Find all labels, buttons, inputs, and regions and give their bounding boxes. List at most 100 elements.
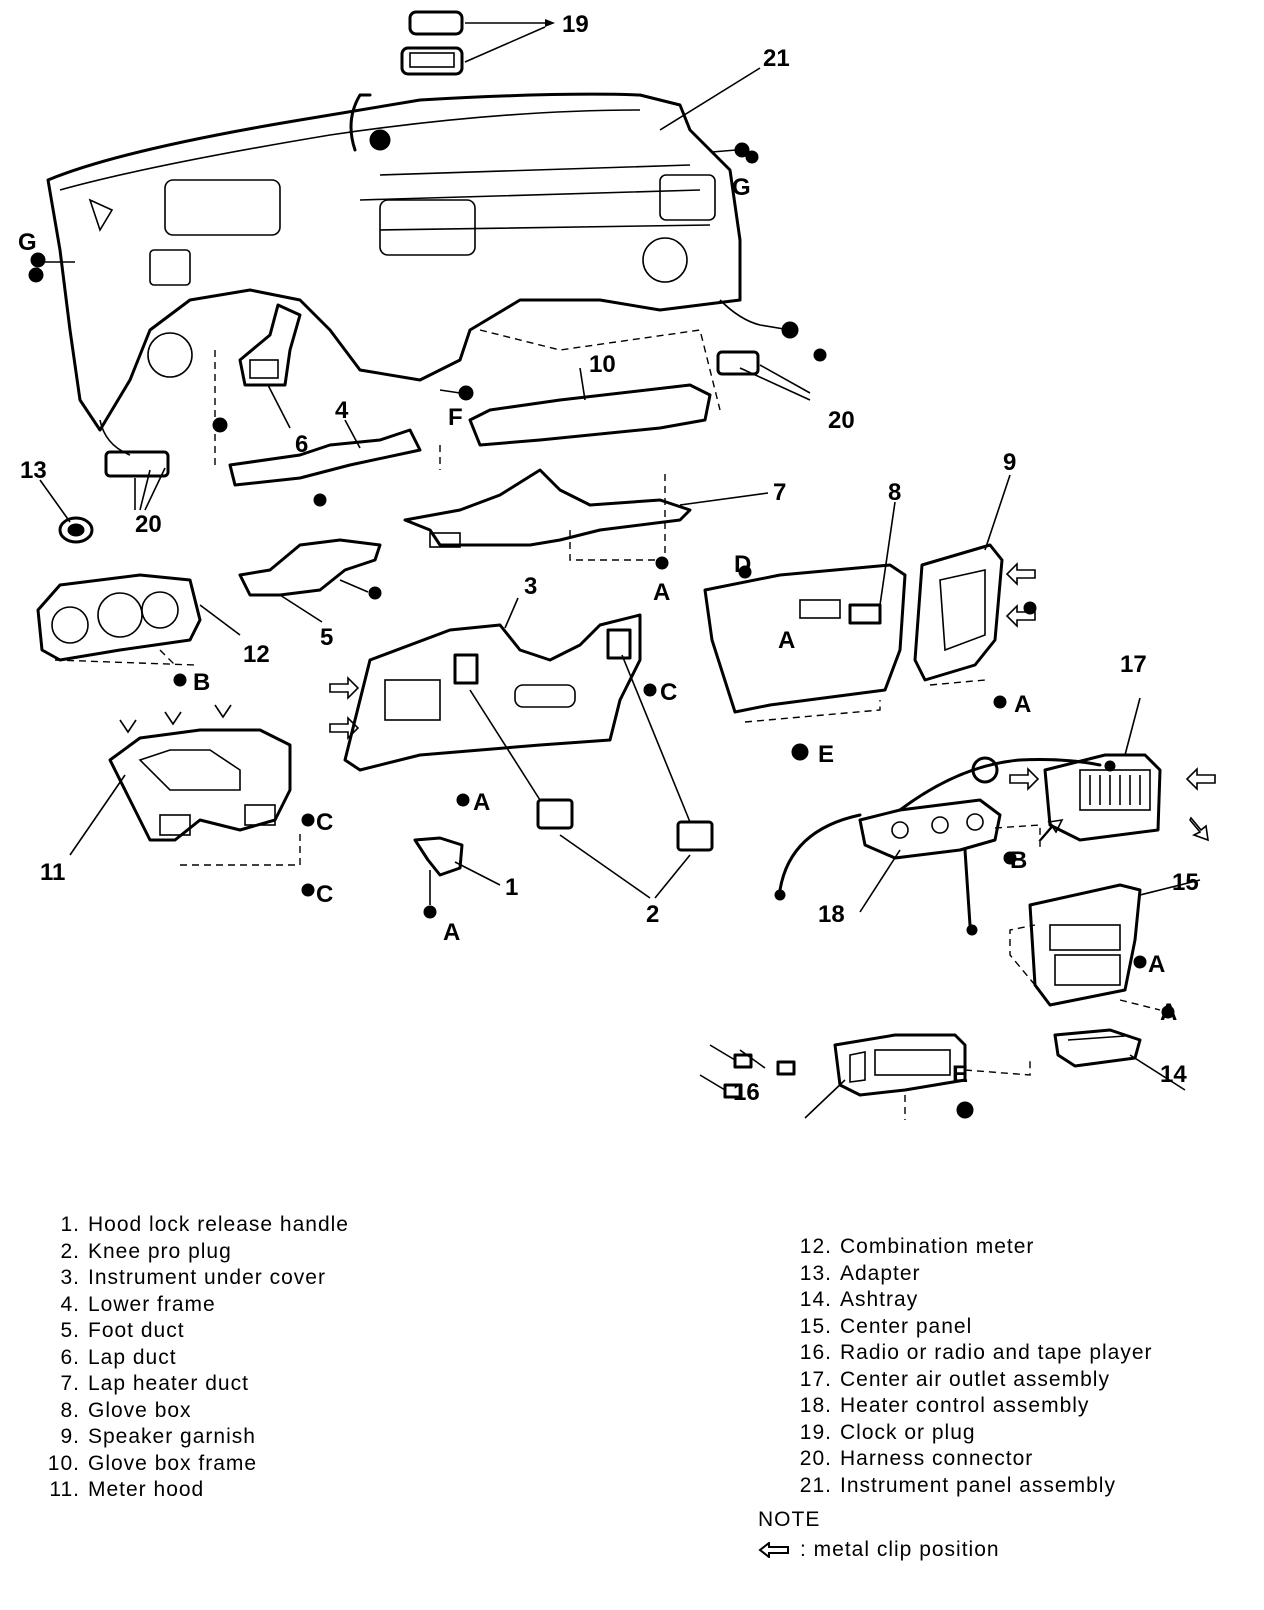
legend-item-number: 8. — [60, 1398, 80, 1422]
legend-item-number: 3. — [60, 1266, 80, 1289]
legend-item-text: Center panel — [840, 1314, 973, 1338]
callout-20-right: 20 — [828, 407, 855, 434]
legend-item-number: 1. — [60, 1213, 80, 1236]
instrument-panel-assembly — [46, 92, 742, 432]
callout-20-left: 20 — [135, 511, 162, 538]
callout-a-handle: A — [443, 919, 460, 946]
legend-item-number: 12. — [799, 1235, 832, 1258]
legend-item-number: 19. — [799, 1420, 832, 1444]
legend-item-number: 17. — [799, 1367, 832, 1391]
legend-item: 8. Glove box — [38, 1398, 349, 1425]
foot-duct — [238, 538, 382, 600]
legend-item: 18.Heater control assembly — [790, 1393, 1153, 1420]
clock-or-plug — [400, 10, 464, 76]
callout-1: 1 — [505, 874, 518, 901]
legend-item-text: Lower frame — [88, 1292, 216, 1316]
callout-a-speaker: A — [1014, 691, 1031, 718]
harness-connector-right — [716, 299, 827, 376]
center-panel — [1009, 883, 1175, 1019]
instrument-under-cover — [343, 613, 642, 772]
callout-c-cover: C — [660, 679, 677, 706]
callout-12: 12 — [243, 641, 270, 668]
legend-item-number: 11. — [49, 1478, 80, 1501]
lap-duct — [238, 303, 302, 387]
callout-g-left: G — [18, 229, 37, 256]
metal-clip-arrow-icon — [758, 1542, 789, 1558]
lower-frame — [214, 350, 441, 507]
callout-f: F — [448, 404, 463, 431]
callout-a-glovebox: A — [778, 627, 795, 654]
legend-item-number: 4. — [60, 1292, 80, 1316]
legend-item: 6. Lap duct — [38, 1345, 349, 1372]
legend-item-text: Speaker garnish — [88, 1425, 256, 1448]
callout-21: 21 — [763, 45, 790, 72]
legend-item-number: 2. — [60, 1239, 80, 1263]
callout-9: 9 — [1003, 449, 1016, 476]
harness-connector-left — [99, 417, 228, 478]
legend-item: 7.Lap heater duct — [38, 1371, 349, 1398]
screw-g-right — [711, 142, 759, 164]
callout-17: 17 — [1120, 651, 1147, 678]
legend-item-number: 7. — [60, 1372, 80, 1395]
callout-7: 7 — [773, 479, 786, 506]
legend-item: 15. Center panel — [790, 1314, 1153, 1341]
exploded-parts-diagram: 19 21 G G 20 10 4 6 F 13 20 7 8 9 D A 3 … — [18, 10, 1216, 1120]
callout-19: 19 — [562, 11, 589, 38]
ashtray — [1053, 1028, 1142, 1068]
legend-item-number: 10. — [47, 1451, 80, 1475]
callout-a-cover: A — [473, 789, 490, 816]
callout-e-radio: E — [952, 1061, 968, 1088]
legend-item-text: Foot duct — [88, 1319, 185, 1342]
legend-item-number: 15. — [799, 1314, 832, 1338]
callout-a-panel-upper: A — [1148, 951, 1165, 978]
note-title: NOTE — [758, 1508, 821, 1531]
knee-pro-plug — [536, 798, 714, 852]
center-air-outlet-assembly — [1009, 753, 1216, 842]
legend-item-number: 21. — [799, 1473, 832, 1497]
legend-item: 21.Instrument panel assembly — [790, 1473, 1153, 1500]
legend-item: 17.Center air outlet assembly — [790, 1367, 1153, 1394]
hood-lock-release-handle — [413, 836, 464, 919]
legend-item: 2.Knee pro plug — [38, 1239, 349, 1266]
callout-c-hood-lower: C — [316, 881, 333, 908]
legend-item-text: Adapter — [840, 1261, 921, 1285]
glove-box-frame — [468, 329, 721, 447]
meter-hood — [108, 728, 301, 866]
legend-item: 5.Foot duct — [38, 1318, 349, 1345]
note-text: : metal clip position — [800, 1538, 1000, 1561]
legend-item-text: Glove box — [88, 1398, 192, 1422]
callout-5-lower: 5 — [320, 624, 333, 651]
callout-g-right: G — [732, 174, 751, 201]
callout-e-glovebox: E — [818, 741, 834, 768]
callout-a-7: A — [653, 579, 670, 606]
legend-item: 20.Harness connector — [790, 1446, 1153, 1473]
legend-item-number: 18. — [799, 1394, 832, 1417]
callout-11: 11 — [40, 859, 65, 886]
legend-item-text: Glove box frame — [88, 1451, 258, 1475]
legend-item: 19.Clock or plug — [790, 1420, 1153, 1447]
legend-item: 3. Instrument under cover — [38, 1265, 349, 1292]
legend-item-number: 6. — [60, 1345, 80, 1369]
callout-d: D — [734, 551, 751, 578]
legend-item: 1.Hood lock release handle — [38, 1212, 349, 1239]
callout-10: 10 — [589, 351, 616, 378]
callout-13: 13 — [20, 457, 47, 484]
legend-item: 10. Glove box frame — [38, 1451, 349, 1478]
callout-4: 4 — [335, 397, 349, 424]
legend-item: 9. Speaker garnish — [38, 1424, 349, 1451]
legend-item-number: 14. — [799, 1288, 832, 1311]
note: NOTE : metal clip position — [758, 1508, 1000, 1562]
legend-item-text: Lap duct — [88, 1345, 177, 1369]
combination-meter — [36, 573, 202, 687]
screw-g-left — [28, 252, 75, 283]
legend-item-text: Instrument under cover — [88, 1266, 326, 1289]
legend-item: 4. Lower frame — [38, 1292, 349, 1319]
legend-item-number: 9. — [60, 1425, 80, 1448]
callout-b-heater: B — [1010, 847, 1027, 874]
callout-18: 18 — [818, 901, 845, 928]
legend-item: 14. Ashtray — [790, 1287, 1153, 1314]
legend-item-text: Ashtray — [840, 1288, 919, 1311]
lap-heater-duct — [403, 468, 692, 561]
